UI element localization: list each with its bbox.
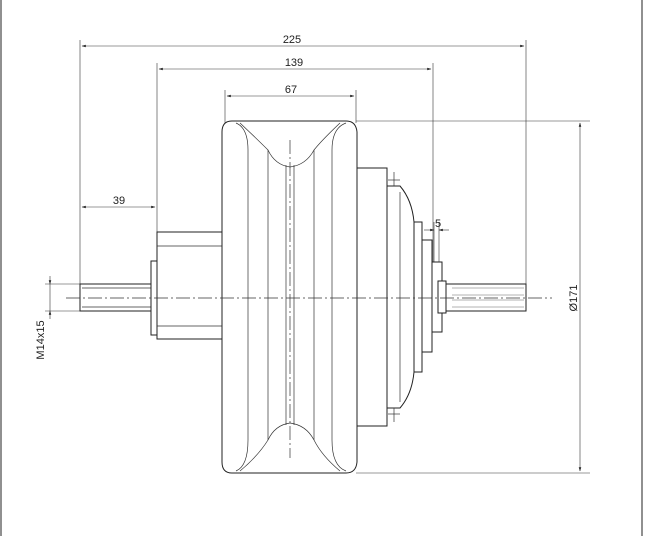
wheel-rim [221,120,358,474]
left-hub-block [156,231,226,340]
right-side-cover [356,167,447,427]
dim-label-67: 67 [285,84,297,96]
dim-label-thread: M14x15 [35,320,47,359]
dim-overall-length: 225 [79,34,527,290]
dim-label-139: 139 [285,57,303,69]
dim-shaft-left: 39 [81,195,156,209]
dim-label-diameter: Ø171 [568,285,580,312]
left-shaft [79,283,155,312]
dim-rim-width: 67 [224,84,357,123]
right-shaft [445,283,527,312]
dim-thread: M14x15 [35,276,82,360]
dim-label-5: 5 [435,218,441,230]
dim-small-step: 5 [424,218,449,262]
dim-diameter: Ø171 [356,120,590,474]
dim-label-39: 39 [113,195,125,207]
dim-middle-length: 139 [156,57,434,272]
dim-label-225: 225 [283,34,301,46]
